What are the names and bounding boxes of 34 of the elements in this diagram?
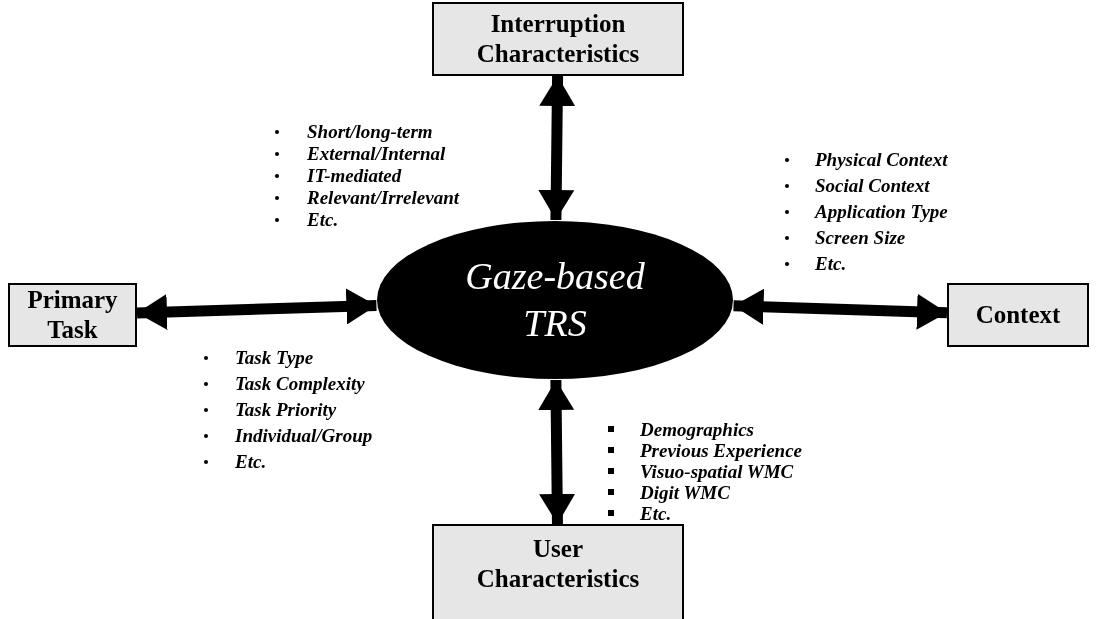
double-arrow: [538, 379, 576, 525]
node-label: Primary Task: [26, 285, 119, 345]
list-item: Etc.: [815, 254, 847, 273]
list-item: Etc.: [235, 452, 267, 471]
ellipse-node: [376, 220, 734, 380]
double-arrow: [538, 75, 576, 221]
list-item: Demographics: [640, 420, 754, 439]
node-label: User Characteristics: [475, 534, 641, 594]
list-item: IT-mediated: [307, 166, 402, 185]
list-item: Digit WMC: [640, 483, 730, 502]
list-item: Application Type: [815, 202, 948, 221]
list-item: External/Internal: [307, 144, 446, 163]
double-arrow: [136, 288, 377, 331]
list-item: Task Complexity: [235, 374, 365, 393]
list-item: Etc.: [307, 210, 339, 229]
node-label: Context: [975, 300, 1061, 330]
list-item: Visuo-spatial WMC: [640, 462, 794, 481]
list-item: Previous Experience: [640, 441, 802, 460]
process-box: [8, 283, 137, 347]
list-item: Short/long-term: [307, 122, 433, 141]
list-item: Screen Size: [815, 228, 906, 247]
list-item: Physical Context: [815, 150, 948, 169]
process-box: [947, 283, 1089, 347]
process-box: [432, 2, 684, 76]
double-arrow: [733, 288, 948, 330]
list-item: Task Type: [235, 348, 314, 367]
list-item: Individual/Group: [235, 426, 373, 445]
node-label: Gaze-based TRS: [464, 253, 646, 346]
node-label: Interruption Characteristics: [475, 9, 641, 69]
list-item: Social Context: [815, 176, 930, 195]
list-item: Task Priority: [235, 400, 337, 419]
list-item: Etc.: [640, 504, 672, 523]
process-box: [432, 524, 684, 619]
list-item: Relevant/Irrelevant: [307, 188, 459, 207]
